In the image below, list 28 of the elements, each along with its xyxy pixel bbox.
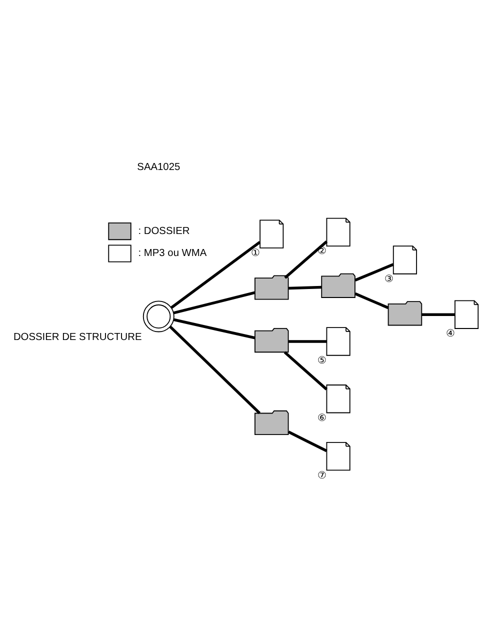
connector bbox=[284, 240, 328, 278]
connector bbox=[354, 262, 394, 281]
connector bbox=[170, 240, 261, 308]
legend-label: : MP3 ou WMA bbox=[138, 248, 207, 259]
node-label: ④ bbox=[446, 328, 455, 340]
node-label: ① bbox=[250, 248, 260, 259]
connector bbox=[288, 340, 327, 342]
connector bbox=[173, 318, 256, 339]
node-label: DOSSIER DE STRUCTURE bbox=[13, 331, 142, 342]
connector bbox=[288, 430, 328, 452]
label: SAA1025 bbox=[137, 161, 180, 172]
connector bbox=[422, 312, 455, 316]
connector bbox=[288, 285, 322, 290]
node-label: ⑦ bbox=[318, 470, 327, 481]
connector bbox=[284, 350, 328, 390]
node-label: ⑤ bbox=[318, 355, 327, 366]
node-folder bbox=[254, 410, 289, 434]
node-folder bbox=[388, 300, 422, 326]
connector bbox=[173, 290, 256, 314]
node-folder bbox=[254, 327, 289, 352]
connector bbox=[169, 325, 261, 414]
node-folder bbox=[321, 272, 356, 298]
node-label: ③ bbox=[384, 274, 394, 285]
node-circle bbox=[142, 300, 174, 332]
legend-label: : DOSSIER bbox=[138, 225, 190, 236]
connector bbox=[354, 292, 389, 309]
node-label: ⑥ bbox=[318, 412, 327, 424]
node-folder bbox=[254, 274, 289, 300]
